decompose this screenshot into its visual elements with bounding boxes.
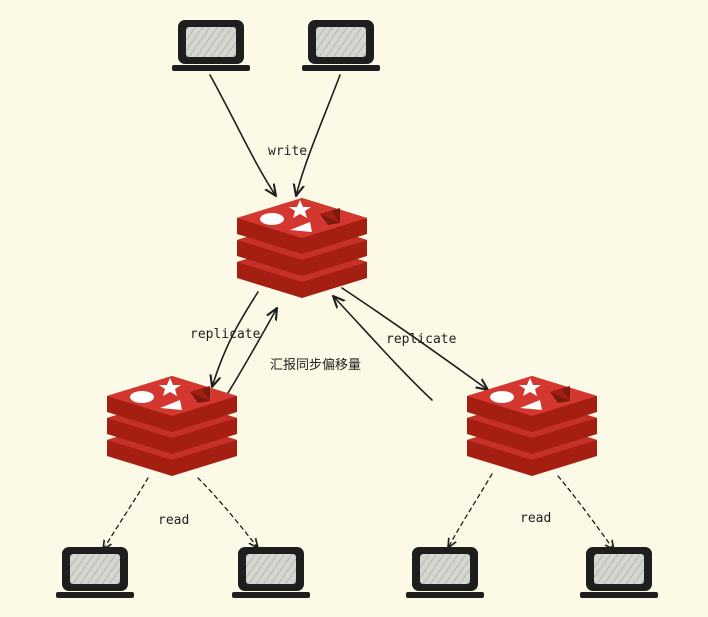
laptop-icon — [232, 547, 310, 598]
laptop-icon — [172, 20, 250, 71]
write-edge-right — [296, 74, 341, 196]
read-edge-4 — [557, 475, 614, 550]
read-label-left: read — [158, 513, 189, 528]
replicate-label-right: replicate — [386, 332, 457, 347]
write-label: write — [268, 144, 307, 159]
redis-replica-left-icon — [107, 376, 237, 476]
report-edge-left — [227, 308, 277, 394]
report-edge-right — [333, 296, 433, 401]
redis-master-icon — [237, 198, 367, 298]
replicate-label-left: replicate — [190, 327, 261, 342]
report-offset-label: 汇报同步偏移量 — [270, 358, 361, 373]
read-label-right: read — [520, 511, 551, 526]
replicate-edge-left — [212, 291, 259, 387]
laptop-icon — [302, 20, 380, 71]
write-edge-left — [209, 74, 276, 196]
read-edge-2 — [197, 477, 258, 548]
read-edge-1 — [103, 477, 149, 550]
replicate-edge-right — [341, 287, 488, 390]
laptop-icon — [56, 547, 134, 598]
laptop-icon — [580, 547, 658, 598]
redis-replica-right-icon — [467, 376, 597, 476]
laptop-icon — [406, 547, 484, 598]
read-edge-3 — [448, 473, 493, 548]
